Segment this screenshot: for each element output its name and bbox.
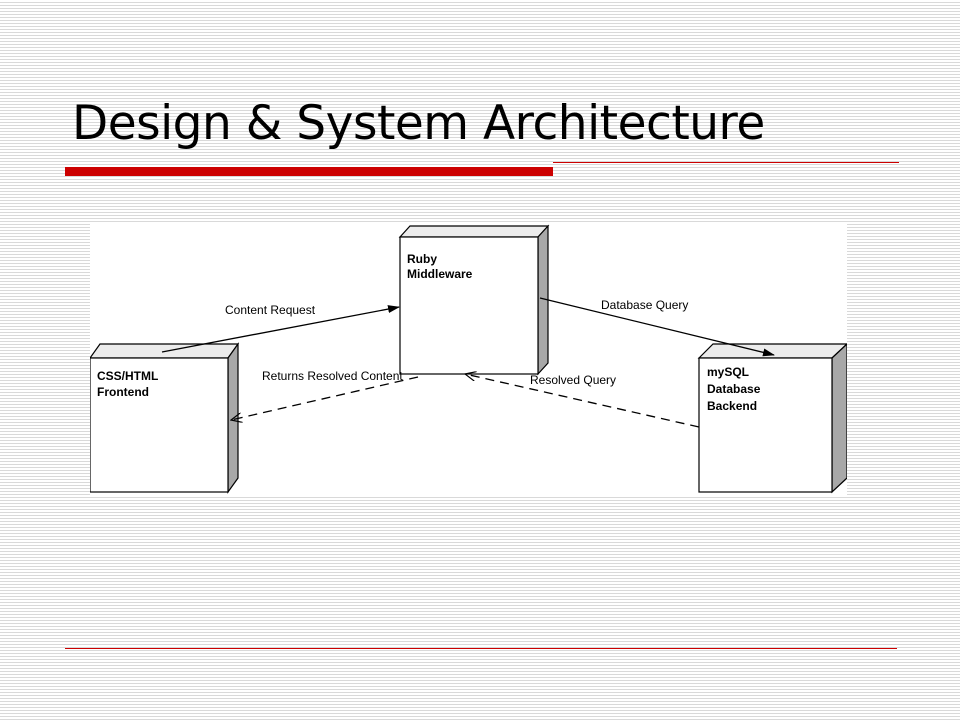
ruby-line-2: Middleware <box>407 267 473 281</box>
edge-label-resolved-query: Resolved Query <box>530 373 616 387</box>
edge-database-query: Database Query <box>539 297 775 357</box>
edge-returns-resolved-content: Returns Resolved Content <box>231 369 419 420</box>
title-underline-thin <box>553 162 899 163</box>
ruby-line-1: Ruby <box>407 252 437 266</box>
footer-divider <box>65 648 897 649</box>
edge-label-returns-resolved-content: Returns Resolved Content <box>262 369 403 383</box>
edge-content-request: Content Request <box>161 303 400 353</box>
database-line-3: Backend <box>707 399 757 413</box>
title-underline-thick <box>65 167 553 176</box>
node-css-html-frontend: CSS/HTML Frontend <box>90 342 240 494</box>
node-mysql-database-backend: mySQL Database Backend <box>697 343 847 494</box>
edge-label-database-query: Database Query <box>601 298 688 312</box>
node-ruby-middleware: Ruby Middleware <box>398 224 550 376</box>
edge-resolved-query: Resolved Query <box>465 373 700 428</box>
architecture-diagram: Ruby Middleware CSS/HTML Frontend mySQL … <box>90 222 847 495</box>
database-line-1: mySQL <box>707 365 749 379</box>
edge-label-content-request: Content Request <box>225 303 316 317</box>
database-line-2: Database <box>707 382 761 396</box>
frontend-line-1: CSS/HTML <box>97 369 158 383</box>
slide-title: Design & System Architecture <box>72 96 765 151</box>
frontend-line-2: Frontend <box>97 385 149 399</box>
